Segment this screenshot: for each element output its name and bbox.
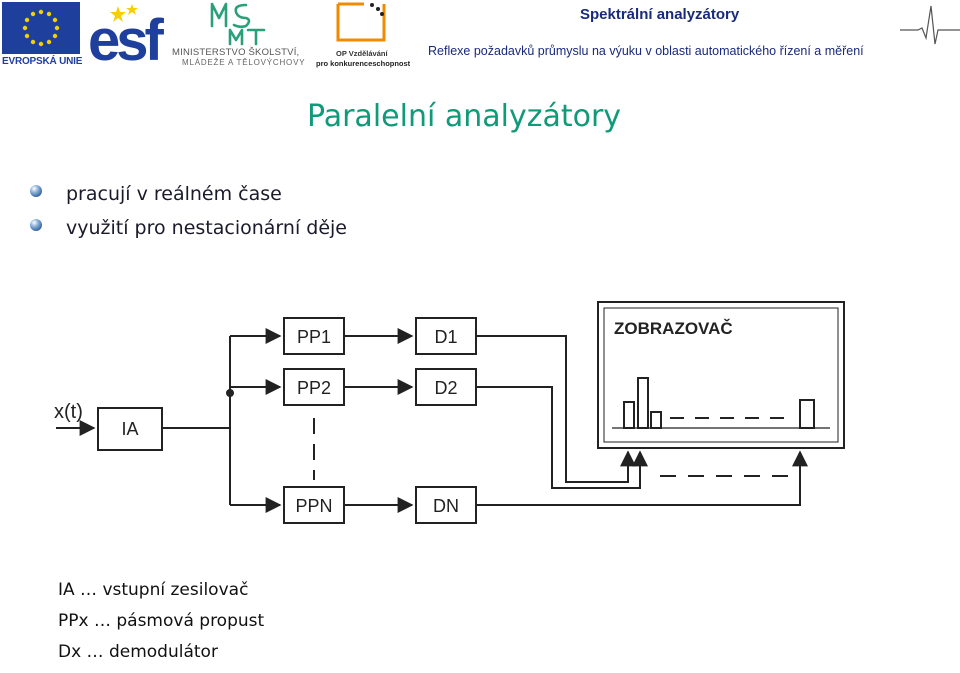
- op-line-2: pro konkurenceschopnost: [316, 59, 411, 68]
- bullet-item: pracují v reálném čase: [28, 180, 347, 214]
- header-subtitle: Reflexe požadavků průmyslu na výuku v ob…: [428, 44, 864, 58]
- legend-item: Dx … demodulátor: [58, 642, 218, 662]
- header-bar: EVROPSKÁ UNIE esf MINISTERSTVO ŠKOLSTVÍ,…: [0, 0, 960, 70]
- op-logo-icon: [336, 2, 386, 42]
- demodulator-label: D2: [434, 378, 457, 398]
- analyzer-block-diagram: x(t) IA PP1 PP2 PPN D1 D2 DN ZOBRAZOVAČ: [54, 301, 845, 524]
- bullet-ball-icon: [30, 185, 42, 197]
- bullet-list: pracují v reálném čase využití pro nesta…: [28, 180, 347, 248]
- eu-flag-icon: [2, 2, 80, 54]
- eu-label: EVROPSKÁ UNIE: [2, 56, 83, 67]
- svg-text:esf: esf: [88, 8, 165, 66]
- op-line-1: OP Vzdělávání: [336, 49, 388, 58]
- bullet-text: využití pro nestacionární děje: [66, 217, 347, 239]
- legend-item: IA … vstupní zesilovač: [58, 580, 249, 600]
- ekg-wave-icon: [900, 5, 960, 45]
- input-signal-label: x(t): [54, 401, 83, 423]
- ministry-line-2: MLÁDEŽE A TĚLOVÝCHOVY: [182, 58, 306, 67]
- display-box: [597, 301, 845, 449]
- msmt-logo-icon: [210, 2, 266, 46]
- filter-label: PP2: [297, 378, 331, 398]
- demodulator-label: D1: [434, 327, 457, 347]
- filter-label: PPN: [295, 496, 332, 516]
- header-title: Spektrální analyzátory: [580, 6, 740, 23]
- bullet-ball-icon: [30, 219, 42, 231]
- bullet-item: využití pro nestacionární děje: [28, 214, 347, 248]
- demodulator-label: DN: [433, 496, 459, 516]
- display-label: ZOBRAZOVAČ: [614, 319, 733, 338]
- abbreviation-legend: IA … vstupní zesilovač PPx … pásmová pro…: [58, 580, 264, 673]
- filter-label: PP1: [297, 327, 331, 347]
- legend-item: PPx … pásmová propust: [58, 611, 265, 631]
- amplifier-label: IA: [121, 419, 138, 439]
- esf-logo-icon: esf: [88, 4, 168, 66]
- slide-title: Paralelní analyzátory: [306, 99, 622, 134]
- ministry-line-1: MINISTERSTVO ŠKOLSTVÍ,: [172, 47, 300, 58]
- bullet-text: pracují v reálném čase: [66, 183, 282, 205]
